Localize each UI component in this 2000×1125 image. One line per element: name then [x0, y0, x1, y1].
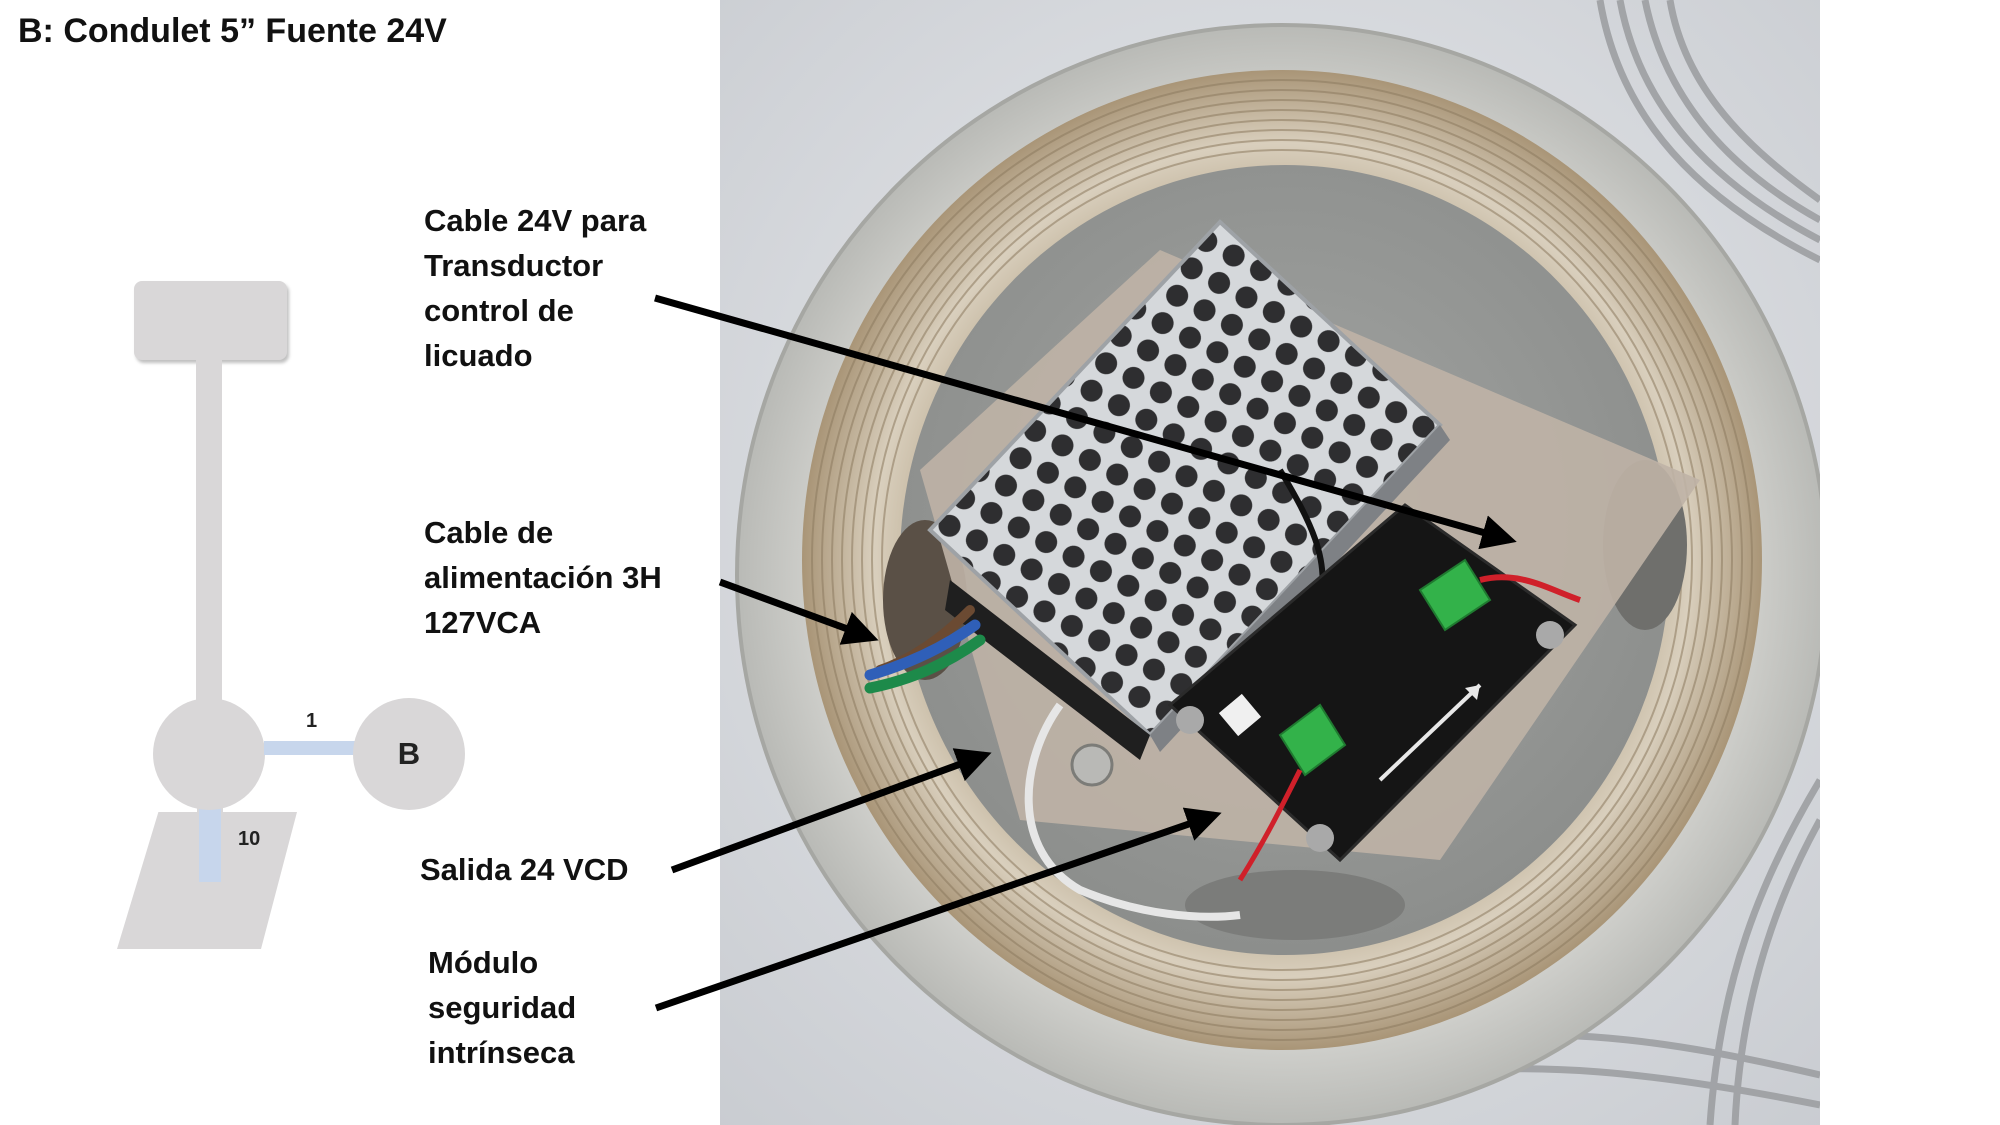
label-cable-transductor: Cable 24V para Transductor control de li…: [424, 203, 647, 373]
schematic-pipe-1: [264, 741, 357, 755]
schematic-node-b: B: [353, 698, 465, 810]
schematic-segment-1-label: 1: [306, 710, 318, 732]
condulet-photo: [720, 0, 1820, 1125]
module-input-wire-red: [1237, 768, 1303, 882]
label-modulo-seguridad: Módulo seguridad intrínseca: [428, 945, 577, 1070]
thread-grooves: [811, 79, 1753, 1041]
plate-screw: [1070, 743, 1114, 787]
bottom-conduit-opening: [1185, 870, 1405, 940]
schematic-pipe-10: [197, 798, 223, 884]
intrinsic-safety-module: [1167, 503, 1578, 863]
schematic-top-box: [134, 281, 287, 360]
schematic-node-b-label: B: [397, 736, 421, 771]
label-cable-alimentacion: Cable de alimentación 3H 127VCA: [424, 515, 662, 640]
label-salida-24vcd: Salida 24 VCD: [420, 852, 629, 887]
slide-title: B: Condulet 5” Fuente 24V: [18, 12, 447, 50]
schematic-segment-10-label: 10: [238, 828, 261, 850]
schematic-hub-circle: [153, 698, 265, 810]
schematic-mast: [196, 359, 222, 709]
input-wires: [864, 605, 986, 694]
module-output-wire-red: [1479, 574, 1581, 603]
